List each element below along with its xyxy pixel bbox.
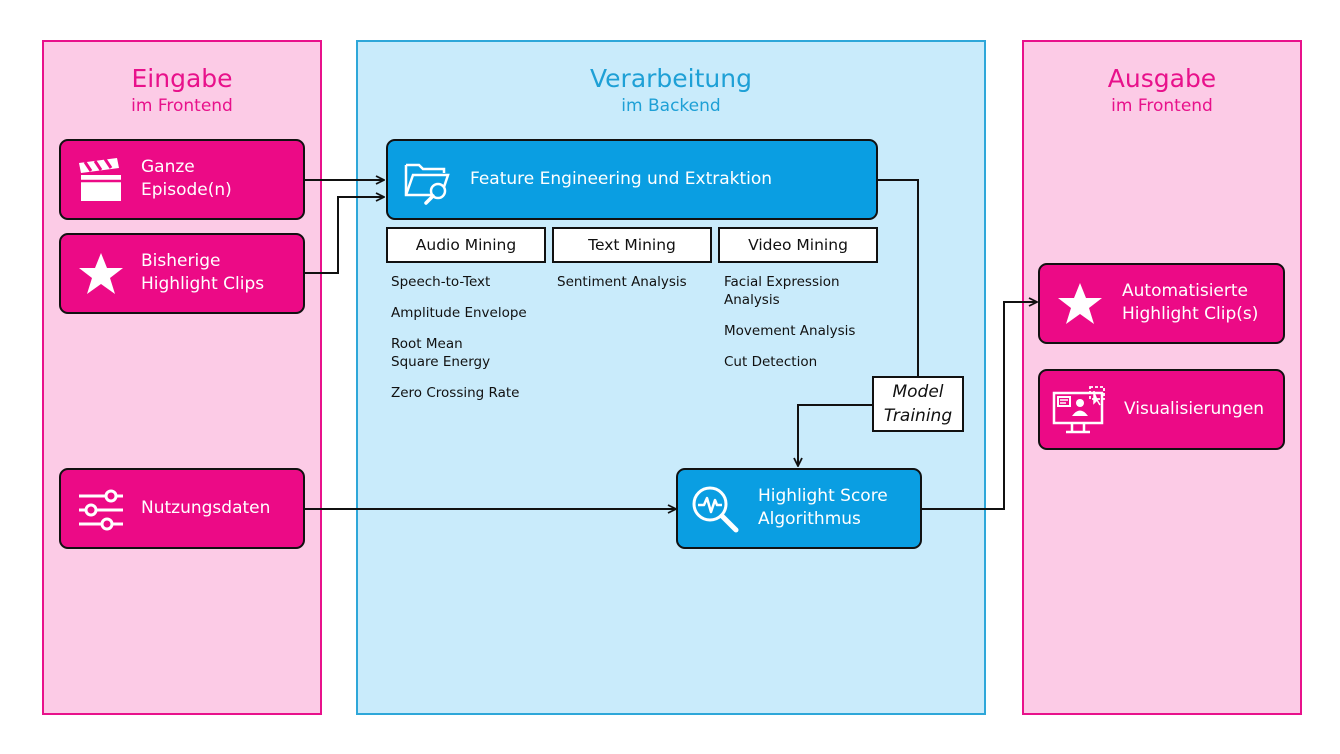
- star-icon: [1056, 281, 1104, 331]
- audio-feature: Amplitude Envelope: [391, 305, 527, 321]
- highlight-score-box: Highlight Score Algorithmus: [676, 468, 922, 549]
- video-feature: Movement Analysis: [724, 323, 856, 339]
- star-icon: [77, 251, 125, 301]
- usage-label: Nutzungsdaten: [141, 498, 271, 518]
- text-feature: Sentiment Analysis: [557, 274, 687, 290]
- highlight-score-label: Highlight Score Algorithmus: [758, 486, 888, 529]
- processing-panel-title: Verarbeitung: [590, 64, 752, 93]
- audio-feature: Speech-to-Text: [391, 274, 491, 290]
- auto-clips-label: Automatisierte Highlight Clip(s): [1122, 281, 1259, 324]
- audio-feature: Zero Crossing Rate: [391, 385, 520, 401]
- text-mining-header: Text Mining: [552, 227, 712, 263]
- clips-box: Bisherige Highlight Clips: [59, 233, 305, 314]
- monitor-user-icon: [1052, 385, 1108, 441]
- clips-label: Bisherige Highlight Clips: [141, 251, 265, 294]
- video-feature: Facial Expression Analysis: [724, 274, 840, 308]
- waveform-search-icon: [690, 484, 742, 540]
- video-feature: Cut Detection: [724, 354, 818, 370]
- usage-box: Nutzungsdaten: [59, 468, 305, 549]
- output-panel-subtitle: im Frontend: [1111, 96, 1213, 116]
- audio-feature: Root Mean Square Energy: [391, 336, 491, 370]
- clapperboard-icon: [75, 157, 127, 207]
- processing-panel-subtitle: im Backend: [621, 96, 721, 116]
- feature-engineering-label: Feature Engineering und Extraktion: [470, 169, 773, 189]
- visualizations-box: Visualisierungen: [1038, 369, 1285, 450]
- input-panel-title: Eingabe: [131, 64, 233, 93]
- episodes-label: Ganze Episode(n): [141, 157, 232, 200]
- visualizations-label: Visualisierungen: [1124, 399, 1265, 419]
- output-panel-title: Ausgabe: [1107, 64, 1217, 93]
- video-mining-header: Video Mining: [718, 227, 878, 263]
- input-panel-subtitle: im Frontend: [131, 96, 233, 116]
- audio-mining-header: Audio Mining: [386, 227, 546, 263]
- model-training-label: Model Training: [872, 376, 964, 432]
- folder-search-icon: [404, 157, 452, 209]
- episodes-box: Ganze Episode(n): [59, 139, 305, 220]
- sliders-icon: [77, 488, 125, 536]
- auto-clips-box: Automatisierte Highlight Clip(s): [1038, 263, 1285, 344]
- feature-engineering-box: Feature Engineering und Extraktion: [386, 139, 878, 220]
